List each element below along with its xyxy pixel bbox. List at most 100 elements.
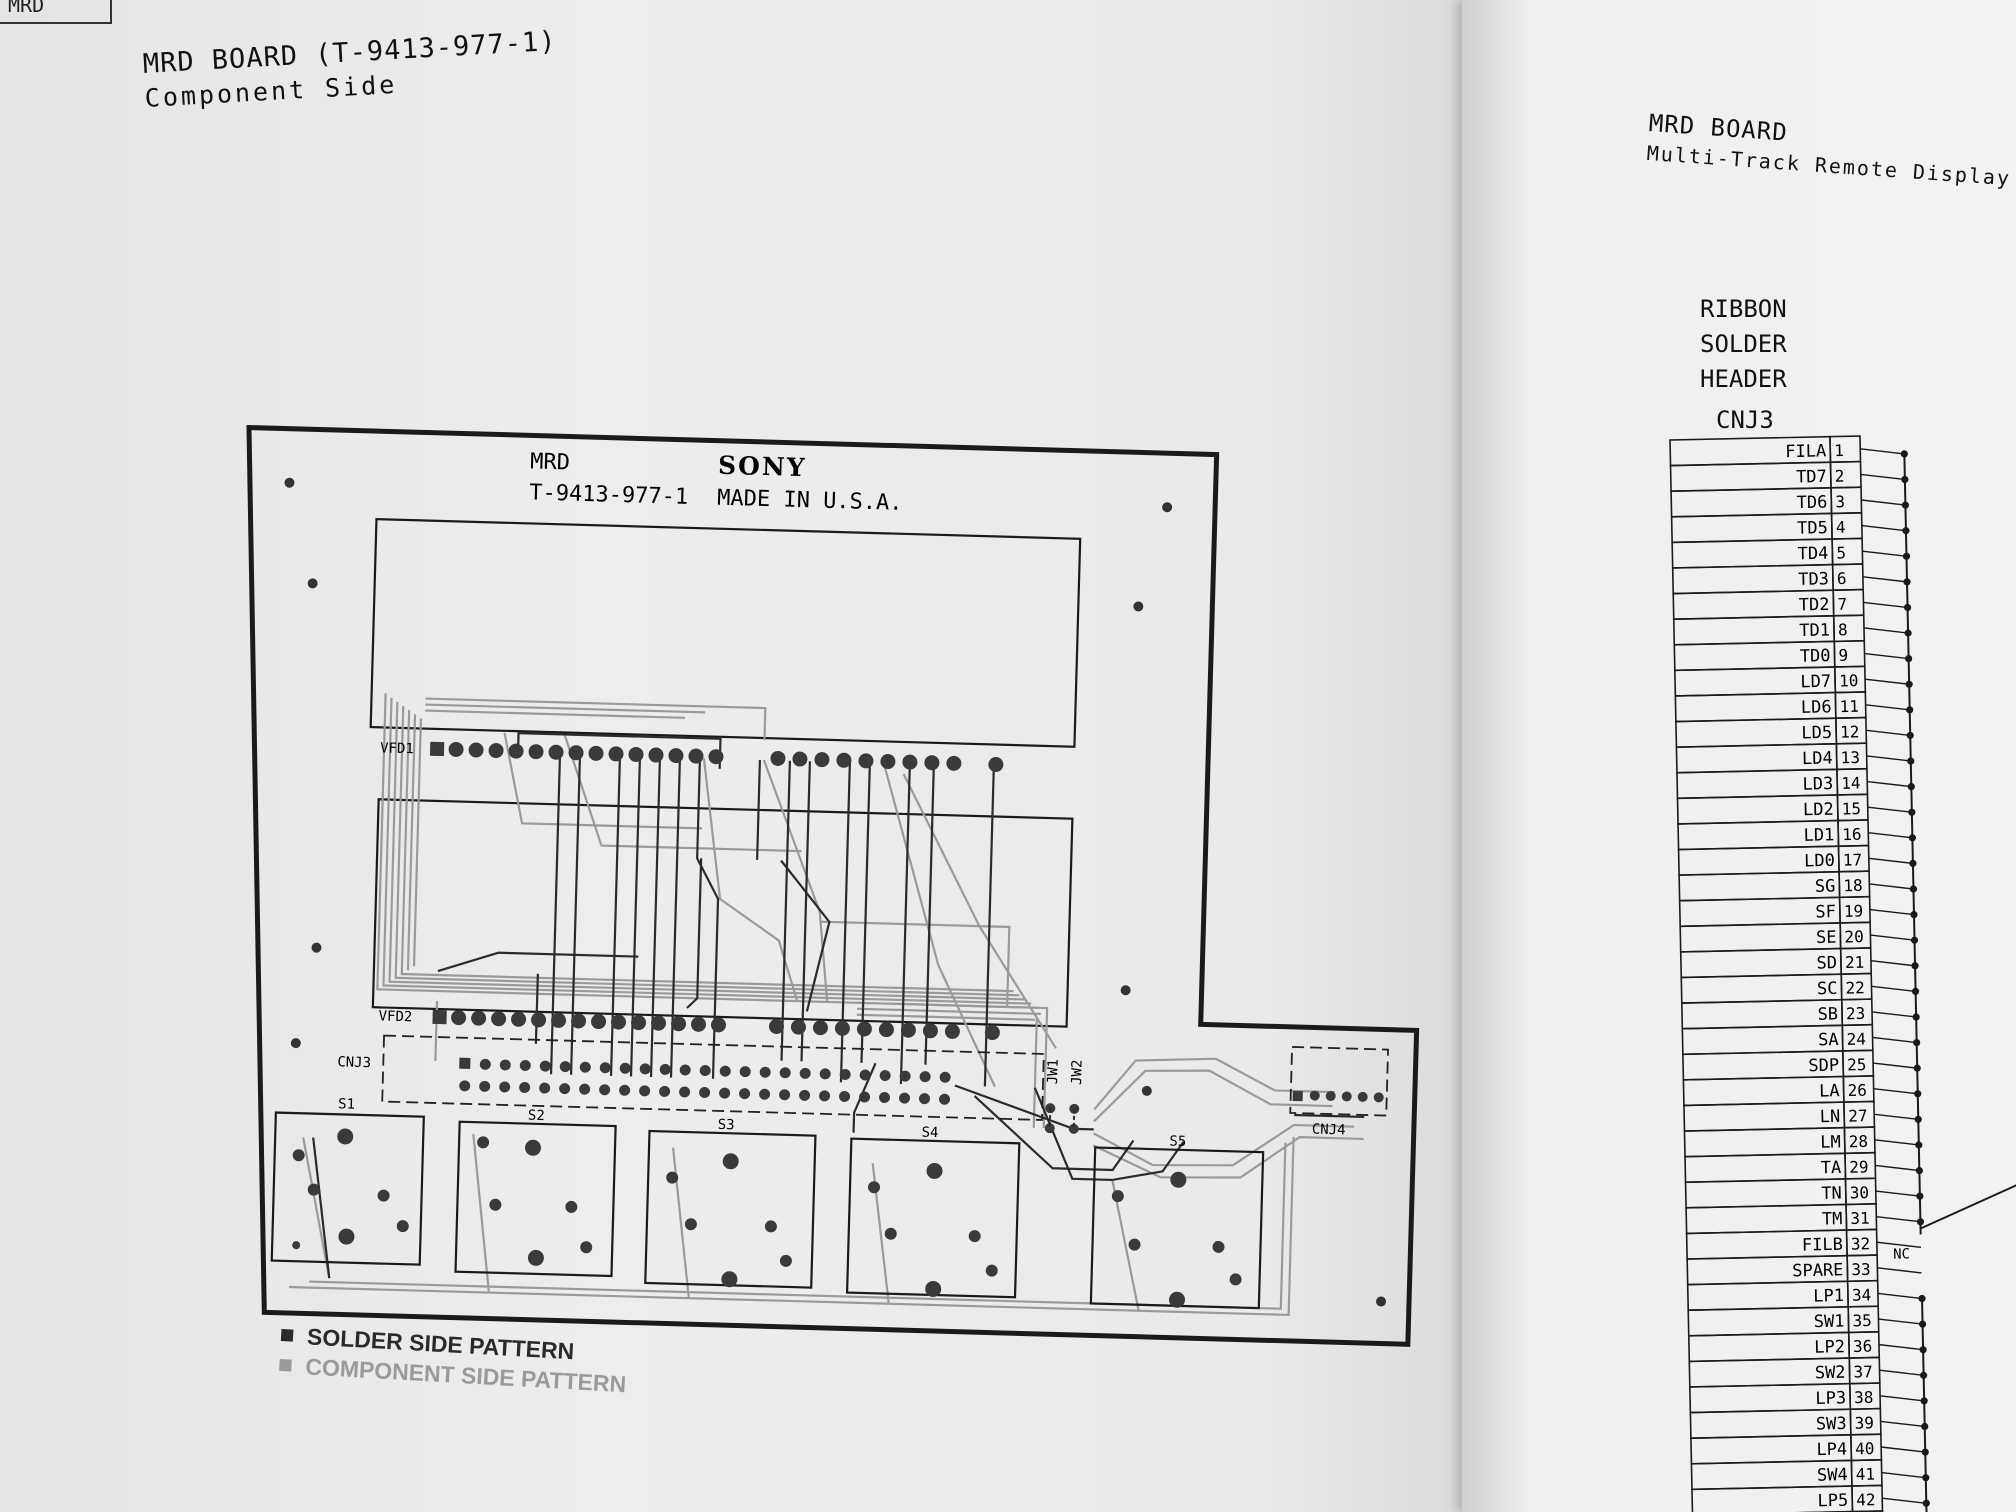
pin-wire: [1873, 1062, 1918, 1069]
cnj4-pins: [1292, 1090, 1384, 1103]
pin-number: 13: [1840, 748, 1860, 767]
board-part-number: T-9413-977-1: [529, 480, 689, 509]
ribbon-label-line: HEADER: [1700, 365, 1787, 393]
component-side-traces: [288, 693, 1364, 1317]
pin-wire: [1875, 1164, 1920, 1172]
pin-name: LN: [1820, 1107, 1841, 1127]
switch-s3: [644, 1129, 817, 1289]
cnj3-outline: [381, 1034, 1045, 1121]
switch-s1: [270, 1111, 425, 1266]
pin-name: TD5: [1797, 518, 1828, 539]
pin-name: SE: [1816, 928, 1837, 948]
pin-name: TD2: [1799, 595, 1830, 616]
nc-label: NC: [1893, 1246, 1910, 1262]
pin-name: SB: [1817, 1004, 1838, 1024]
pin-wire: [1869, 908, 1915, 916]
pin-name: LP1: [1813, 1286, 1844, 1307]
pin-wire: [1862, 576, 1908, 583]
pin-number: 31: [1850, 1209, 1870, 1228]
pin-name: SW4: [1817, 1465, 1848, 1486]
pin-number: 15: [1842, 799, 1862, 818]
cnj4-label: CNJ4: [1312, 1122, 1346, 1139]
pin-wire: [1863, 627, 1909, 634]
pin-number: 3: [1835, 492, 1845, 511]
pin-wire: [1865, 704, 1910, 711]
pin-name: TN: [1821, 1184, 1842, 1204]
pin-number: 6: [1837, 569, 1847, 588]
jw2-label: JW2: [1069, 1059, 1086, 1085]
pin-name: SPARE: [1792, 1260, 1844, 1281]
pin-number: 18: [1843, 876, 1863, 895]
solder-side-traces: [312, 732, 1365, 1279]
pin-wire: [1870, 934, 1915, 941]
pin-wire: [1876, 1241, 1922, 1249]
pin-number: 8: [1838, 620, 1848, 639]
cnj3-board-label: CNJ3: [337, 1054, 371, 1071]
pin-number: 29: [1849, 1157, 1869, 1176]
pin-wire: [1878, 1343, 1924, 1351]
pin-number: 27: [1848, 1106, 1868, 1125]
corner-tab: MRD: [0, 0, 112, 24]
pin-number: 37: [1853, 1362, 1873, 1381]
jumpers: [1044, 1103, 1080, 1134]
pin-wire: [1878, 1318, 1923, 1325]
pin-name: TD7: [1796, 467, 1827, 488]
mounting-holes: [284, 477, 1387, 1307]
pin-name: LA: [1819, 1081, 1840, 1101]
s2-label: S2: [528, 1108, 545, 1124]
vfd1-label: VFD1: [380, 740, 414, 757]
lower-bus-line: [1921, 1298, 1929, 1512]
right-page: [1462, 0, 2016, 1512]
pin-name: SD: [1816, 953, 1837, 973]
pin-number: 40: [1855, 1439, 1875, 1458]
pin-name: SF: [1815, 902, 1836, 922]
pin-wire: [1875, 1190, 1920, 1197]
pin-wire: [1871, 1011, 1917, 1018]
pin-name: SG: [1815, 876, 1836, 896]
ribbon-label-line: SOLDER: [1700, 330, 1787, 358]
pin-wire: [1880, 1420, 1925, 1428]
pin-name: TA: [1821, 1158, 1842, 1178]
left-page: MRD MRD BOARD (T-9413-977-1) Component S…: [0, 0, 1480, 1512]
pin-number: 35: [1852, 1311, 1872, 1330]
pin-wire: [1877, 1292, 1923, 1300]
s1-label: S1: [338, 1096, 355, 1112]
ribbon-header-label: RIBBON SOLDER HEADER: [1700, 292, 1787, 397]
vfd1-pin-row: [429, 741, 1004, 773]
pin-number: 41: [1856, 1465, 1876, 1484]
pin-number: 32: [1851, 1234, 1871, 1253]
pin-wire: [1879, 1395, 1925, 1402]
pin-name: SA: [1818, 1030, 1839, 1050]
pin-wire: [1876, 1215, 1921, 1223]
pin-number: 20: [1844, 927, 1864, 946]
pin-name: SC: [1817, 979, 1838, 999]
pin-number: 10: [1839, 671, 1859, 690]
pin-name: LD1: [1803, 825, 1834, 846]
pin-number: 11: [1839, 697, 1859, 716]
pin-number: 30: [1850, 1183, 1870, 1202]
s4-label: S4: [921, 1125, 938, 1141]
cnj3-pin-grid: [459, 1057, 951, 1105]
pin-wire: [1871, 985, 1916, 993]
pin-number: 28: [1849, 1132, 1869, 1151]
pin-name: LP3: [1815, 1388, 1846, 1409]
pin-wire: [1867, 806, 1912, 813]
pin-name: TD3: [1798, 569, 1829, 590]
pin-name: LD4: [1802, 748, 1833, 769]
pin-number: 14: [1841, 773, 1861, 792]
pin-name: LD2: [1803, 800, 1834, 821]
board-name: MRD: [530, 449, 570, 475]
pin-wire: [1874, 1113, 1919, 1121]
pin-name: SW1: [1814, 1312, 1845, 1333]
pin-wire: [1879, 1369, 1924, 1376]
pin-number: 5: [1836, 543, 1846, 562]
pin-name: FILA: [1785, 441, 1826, 462]
pin-number: 4: [1836, 518, 1846, 537]
pin-wire: [1881, 1471, 1926, 1479]
made-in-label: MADE IN U.S.A.: [717, 486, 903, 516]
s3-label: S3: [717, 1117, 734, 1133]
vfd1-display-outline: [369, 518, 1082, 748]
bus-exit-line: [1920, 1173, 2016, 1230]
pin-wire: [1873, 1087, 1918, 1095]
